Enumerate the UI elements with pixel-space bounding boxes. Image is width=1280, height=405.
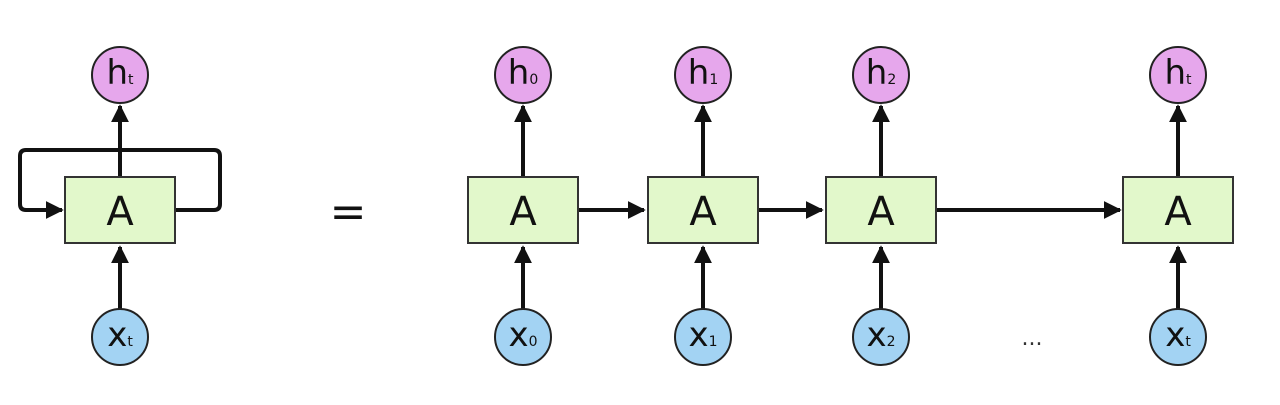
hidden-main: h <box>1164 53 1186 93</box>
input-main: x <box>508 315 528 355</box>
hidden-sub: 0 <box>529 72 538 88</box>
hidden-state-node: h2 <box>852 46 910 104</box>
svg-text:h2: h2 <box>866 53 896 93</box>
folded-input-sub: t <box>127 334 133 350</box>
equals-sign: = <box>330 187 367 238</box>
input-sub: 0 <box>529 334 538 350</box>
hidden-main: h <box>688 53 710 93</box>
hidden-sub: t <box>1186 72 1192 88</box>
rnn-cell <box>1122 176 1234 244</box>
svg-text:h1: h1 <box>688 53 718 93</box>
folded-rnn: A ht xt <box>18 46 222 366</box>
rnn-cell-label: A <box>867 189 895 235</box>
rnn-cell-label: A <box>689 189 717 235</box>
input-main: x <box>688 315 708 355</box>
input-main: x <box>1165 315 1185 355</box>
ellipsis: ... <box>1022 326 1043 351</box>
rnn-cell-label: A <box>1164 189 1192 235</box>
svg-text:h0: h0 <box>508 53 538 93</box>
folded-cell <box>64 176 176 244</box>
rnn-cell <box>467 176 579 244</box>
svg-text:xt: xt <box>1165 315 1191 355</box>
unrolled-step: A ht xt <box>1122 46 1234 366</box>
input-node: x2 <box>852 308 910 366</box>
folded-hidden-main: h <box>106 53 128 93</box>
rnn-cell <box>647 176 759 244</box>
rnn-cell <box>825 176 937 244</box>
unrolled-step: A h2 x2 <box>825 46 937 366</box>
hidden-state-node: ht <box>1149 46 1207 104</box>
hidden-sub: 2 <box>887 72 896 88</box>
folded-hidden-node: ht <box>91 46 149 104</box>
hidden-state-node: h1 <box>674 46 732 104</box>
input-sub: 1 <box>709 334 718 350</box>
input-sub: 2 <box>887 334 896 350</box>
input-node: x1 <box>674 308 732 366</box>
hidden-main: h <box>866 53 888 93</box>
svg-text:ht: ht <box>106 53 134 93</box>
input-node: xt <box>1149 308 1207 366</box>
hidden-main: h <box>508 53 530 93</box>
hidden-sub: 1 <box>709 72 718 88</box>
folded-hidden-sub: t <box>128 72 134 88</box>
svg-text:x1: x1 <box>688 315 717 355</box>
unrolled-step: A h1 x1 <box>647 46 759 366</box>
unrolled-rnn: A h0 x0 A h1 <box>467 46 1234 366</box>
svg-text:ht: ht <box>1164 53 1192 93</box>
input-sub: t <box>1185 334 1191 350</box>
unrolled-step: A h0 x0 <box>467 46 579 366</box>
recurrent-loop-arrow <box>18 148 222 219</box>
svg-text:x0: x0 <box>508 315 537 355</box>
folded-input-main: x <box>107 315 127 355</box>
input-node: x0 <box>494 308 552 366</box>
svg-text:x2: x2 <box>866 315 895 355</box>
input-main: x <box>866 315 886 355</box>
folded-input-node: xt <box>91 308 149 366</box>
folded-cell-label: A <box>106 189 134 235</box>
hidden-state-node: h0 <box>494 46 552 104</box>
rnn-cell-label: A <box>509 189 537 235</box>
svg-text:xt: xt <box>107 315 133 355</box>
